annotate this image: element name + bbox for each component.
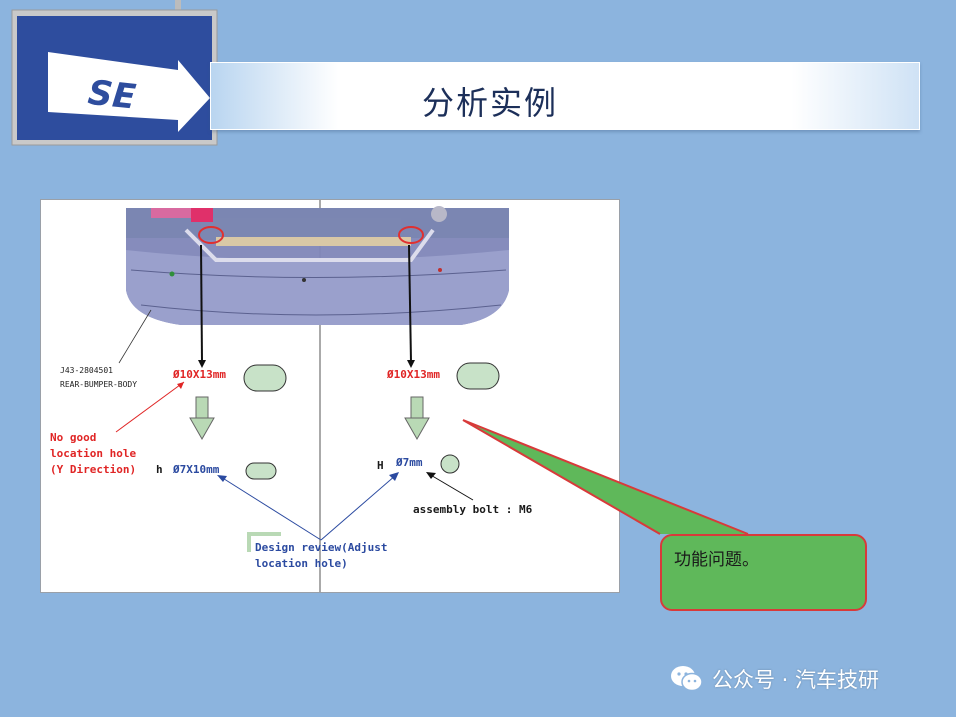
se-signboard: SE <box>11 0 229 146</box>
issue-note: No good location hole (Y Direction) <box>50 430 136 478</box>
part-number: J43-2804501 <box>60 366 113 375</box>
right-original-hole-label: Ø10X13mm <box>387 368 440 381</box>
issue-note-line: location hole <box>50 447 137 460</box>
design-review-note: Design review(Adjust location hole) <box>255 540 387 572</box>
left-new-hole-shape <box>245 462 277 480</box>
watermark: 公众号 · 汽车技研 <box>670 664 879 694</box>
left-new-hole-prefix: h <box>156 463 163 476</box>
right-original-hole-shape <box>456 362 500 390</box>
left-original-hole-label: Ø10X13mm <box>173 368 226 381</box>
right-new-hole-prefix: H <box>377 459 384 472</box>
figure-drawing <box>115 200 509 592</box>
issue-note-line: No good <box>50 431 97 444</box>
callout-text: 功能问题。 <box>674 550 759 570</box>
part-name: REAR-BUMPER-BODY <box>60 380 138 389</box>
watermark-text: 公众号 · 汽车技研 <box>712 668 880 692</box>
issue-note-line: (Y Direction) <box>50 463 137 476</box>
right-new-hole-shape <box>440 454 460 474</box>
right-down-arrow <box>404 396 430 441</box>
analysis-figure: J43-2804501 REAR-BUMPER-BODY Ø10X13mm Ø1… <box>40 199 620 593</box>
design-review-line: Design review(Adjust <box>255 541 388 554</box>
design-review-line: location hole) <box>255 557 348 570</box>
callout-box <box>660 534 867 611</box>
left-original-hole-shape <box>243 364 287 392</box>
wechat-icon <box>671 666 703 692</box>
page-title: 分析实例 <box>421 84 558 122</box>
rear-bumper-drawing <box>126 206 509 325</box>
assembly-bolt-label: assembly bolt : M6 <box>413 503 533 516</box>
left-down-arrow <box>189 396 215 441</box>
left-new-hole-label: Ø7X10mm <box>173 463 220 476</box>
sign-text: SE <box>86 73 138 118</box>
right-new-hole-label: Ø7mm <box>396 456 423 469</box>
title-bar <box>210 62 920 130</box>
